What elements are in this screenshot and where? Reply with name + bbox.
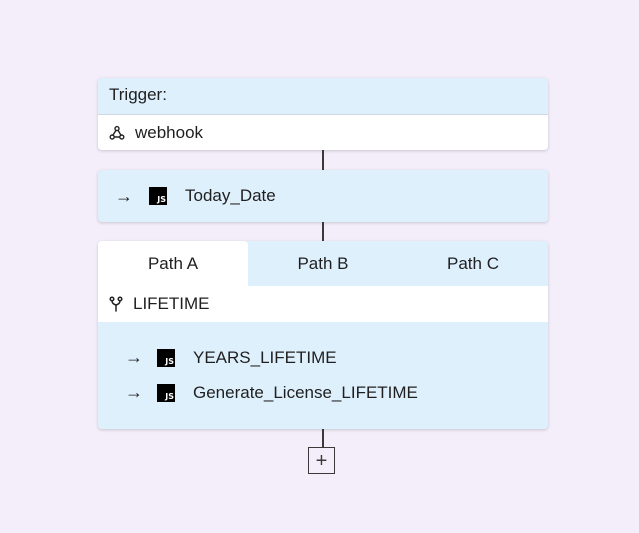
arrow-right-icon: → [115,185,133,206]
trigger-card[interactable]: Trigger: webhook [98,78,548,150]
path-tabs: Path A Path B Path C [98,241,548,286]
connector-line [322,429,324,447]
path-name: LIFETIME [133,294,210,313]
path-header[interactable]: LIFETIME [98,286,548,322]
tab-path-b[interactable]: Path B [297,254,349,273]
path-step-generate-license[interactable]: → JS Generate_License_LIFETIME [125,375,548,410]
step-card-today-date[interactable]: → JS Today_Date [98,170,548,222]
trigger-name: webhook [135,123,204,142]
connector-line [322,150,324,170]
path-step-list: → JS YEARS_LIFETIME → JS Generate_Licens… [98,322,548,410]
step-label: Generate_License_LIFETIME [193,382,418,402]
add-step-button[interactable]: + [308,447,335,474]
paths-card: Path A Path B Path C LIFETIME → JS YEARS… [98,241,548,429]
connector-line [322,222,324,241]
arrow-right-icon: → [125,382,143,402]
branch-icon [109,296,123,312]
trigger-webhook-row[interactable]: webhook [98,115,548,150]
path-step-years-lifetime[interactable]: → JS YEARS_LIFETIME [125,340,548,375]
tab-path-a[interactable]: Path A [98,241,248,286]
step-label: Today_Date [185,186,276,205]
trigger-title: Trigger: [98,78,548,115]
javascript-icon: JS [157,383,175,402]
arrow-right-icon: → [125,347,143,367]
javascript-icon: JS [149,187,167,205]
webhook-icon [109,125,125,140]
javascript-icon: JS [157,348,175,367]
tab-path-c[interactable]: Path C [447,254,499,273]
step-label: YEARS_LIFETIME [193,347,337,367]
